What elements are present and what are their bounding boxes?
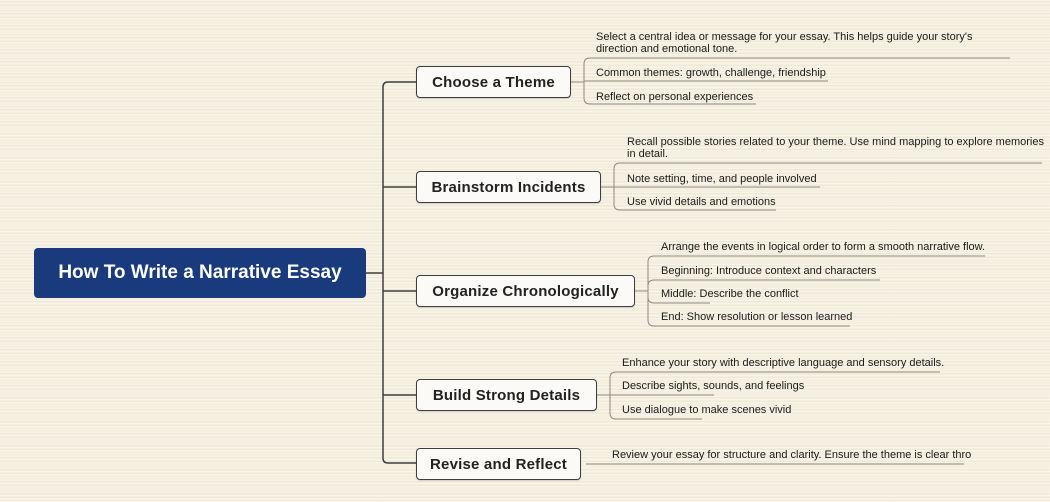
branch-label: Revise and Reflect [430,455,567,473]
leaf-node[interactable]: Reflect on personal experiences [596,91,753,103]
leaf-text-line: Common themes: growth, challenge, friend… [596,67,826,79]
leaf-text-line: Use vivid details and emotions [627,196,776,208]
branch-label: Choose a Theme [432,73,555,91]
leaf-text-line: Middle: Describe the conflict [661,288,799,300]
branch-label: Build Strong Details [432,386,581,404]
leaf-node[interactable]: Use dialogue to make scenes vivid [622,404,791,416]
leaf-node[interactable]: Enhance your story with descriptive lang… [622,357,944,369]
leaf-node[interactable]: End: Show resolution or lesson learned [661,311,852,323]
leaf-text-line: Enhance your story with descriptive lang… [622,357,945,369]
leaf-node[interactable]: Middle: Describe the conflict [661,288,799,300]
branch-organize-chronologically[interactable]: Organize Chronologically [416,275,635,307]
leaf-node[interactable]: Common themes: growth, challenge, friend… [596,67,826,79]
leaf-text-line: Note setting, time, and people involved [627,173,817,185]
leaf-node[interactable]: Note setting, time, and people involved [627,173,817,185]
leaf-text-line: Select a central idea or message for you… [596,31,973,43]
leaf-text-line: Arrange the events in logical order to f… [661,241,986,253]
leaf-node[interactable]: Beginning: Introduce context and charact… [661,265,876,277]
branch-label: Organize Chronologically [432,282,619,300]
branch-label: Brainstorm Incidents [431,178,586,196]
leaf-text-line: in detail. [627,148,668,160]
leaf-text-line: Recall possible stories related to your … [627,136,1044,148]
leaf-text-line: Describe sights, sounds, and feelings [622,380,805,392]
leaf-text-line: End: Show resolution or lesson learned [661,311,853,323]
branch-revise-and-reflect[interactable]: Revise and Reflect [416,448,581,480]
root-label: How To Write a Narrative Essay [58,262,342,283]
leaf-node[interactable]: Describe sights, sounds, and feelings [622,380,804,392]
root-node[interactable]: How To Write a Narrative Essay [34,248,366,298]
branch-choose-a-theme[interactable]: Choose a Theme [416,66,571,98]
branch-build-strong-details[interactable]: Build Strong Details [416,379,597,411]
leaf-node[interactable]: Use vivid details and emotions [627,196,776,208]
leaf-text-line: direction and emotional tone. [596,43,738,55]
branch-brainstorm-incidents[interactable]: Brainstorm Incidents [416,171,601,203]
leaf-node[interactable]: Review your essay for structure and clar… [612,449,971,461]
leaf-node[interactable]: Recall possible stories related to your … [627,136,1044,160]
leaf-text-line: Use dialogue to make scenes vivid [622,404,792,416]
leaf-text-line: Reflect on personal experiences [596,91,754,103]
leaf-text-line: Beginning: Introduce context and charact… [661,265,877,277]
leaf-node[interactable]: Select a central idea or message for you… [596,31,973,55]
leaf-node[interactable]: Arrange the events in logical order to f… [661,241,985,253]
leaf-text-line: Review your essay for structure and clar… [612,449,972,461]
